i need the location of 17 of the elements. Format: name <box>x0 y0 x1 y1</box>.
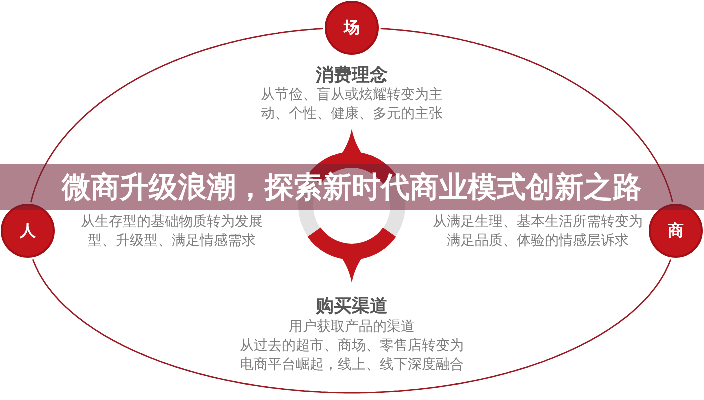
circle-label: 商 <box>668 222 684 240</box>
connector-line <box>32 259 672 394</box>
description-text: 从节俭、盲从或炫耀转变为主动、个性、健康、多元的主张 <box>260 86 444 124</box>
description-text: 从满足生理、基本生活所需转变为满足品质、体验的情感层诉求 <box>432 213 644 251</box>
title: 微商升级浪潮，探索新时代商业模式创新之路 <box>62 170 642 204</box>
description-text: 用户获取产品的渠道 <box>289 318 415 337</box>
circle-node <box>1 204 55 258</box>
circle-label: 人 <box>20 222 36 240</box>
section-heading: 购买渠道 <box>316 296 388 318</box>
connector-line <box>380 28 674 203</box>
circle-node <box>325 1 379 55</box>
circle-label: 场 <box>344 19 360 37</box>
description-text: 从过去的超市、商场、零售店转变为电商平台崛起，线上、线下深度融合 <box>239 337 465 375</box>
section-heading: 消费理念 <box>316 65 388 87</box>
circle-node <box>649 204 703 258</box>
description-text: 从生存型的基础物质转为发展型、升级型、满足情感需求 <box>80 213 264 251</box>
connector-line <box>30 28 324 203</box>
